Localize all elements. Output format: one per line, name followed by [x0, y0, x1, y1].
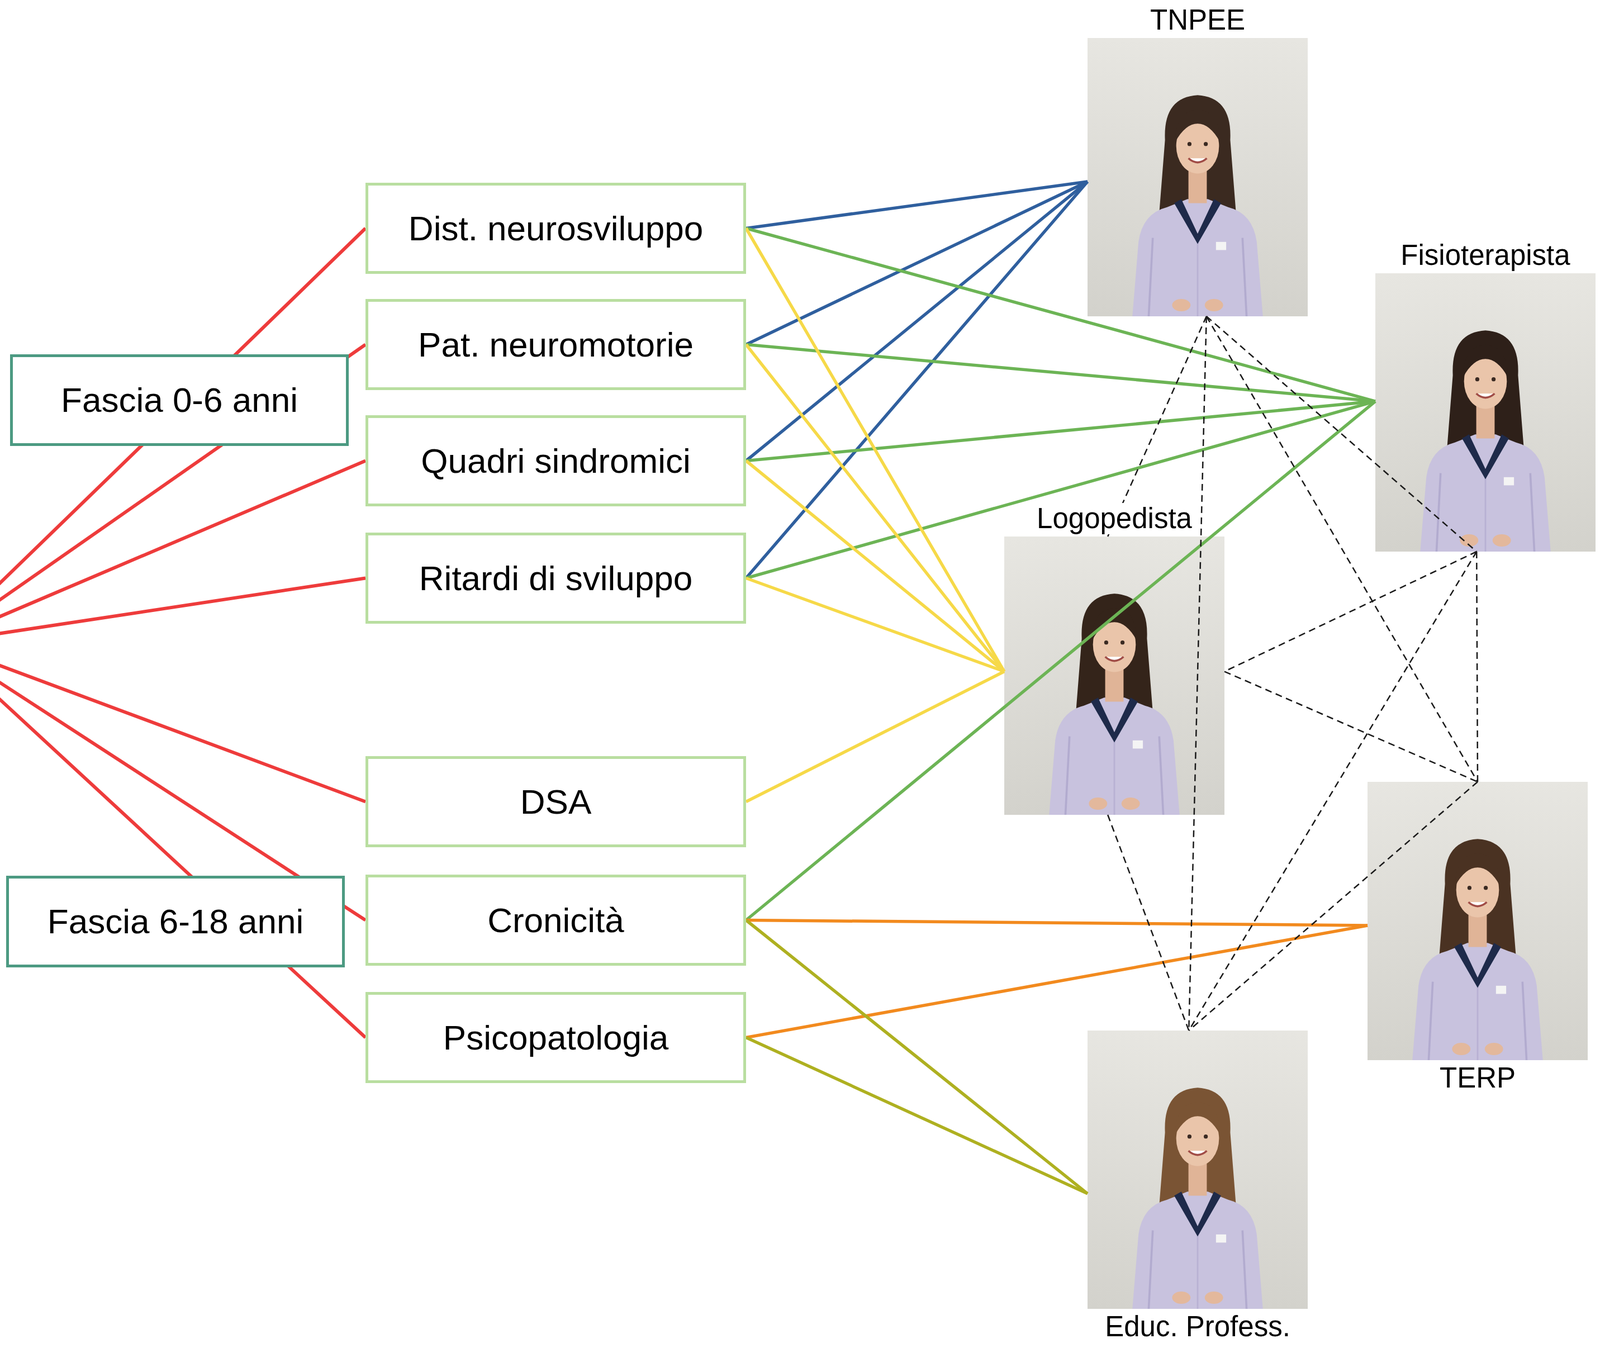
- condition-box: Quadri sindromici: [365, 415, 747, 507]
- condition-box: DSA: [365, 756, 747, 848]
- category-label: Fascia 6-18 anni: [47, 901, 304, 942]
- age-band-box: Fascia 6-18 anni: [6, 875, 345, 968]
- staff-photo: [1375, 273, 1596, 552]
- connector-line: [746, 401, 1376, 578]
- professional-photo: TERP: [1367, 781, 1588, 1061]
- condition-box: Psicopatologia: [365, 991, 747, 1084]
- professional-photo: Logopedista: [1004, 536, 1225, 815]
- connector-line: [0, 344, 366, 644]
- category-label: Psicopatologia: [443, 1017, 669, 1058]
- connector-line: [746, 461, 1005, 672]
- staff-photo: [1004, 536, 1225, 815]
- connector-line: [0, 642, 366, 802]
- category-label: Quadri sindromici: [420, 440, 691, 481]
- category-label: Pat. neuromotorie: [418, 324, 694, 365]
- connector-line: [746, 228, 1376, 402]
- category-label: Dist. neurosviluppo: [408, 208, 704, 249]
- connector-line: [746, 344, 1005, 672]
- connector-line: [746, 228, 1005, 672]
- connector-line: [1206, 316, 1477, 552]
- connector-line: [1188, 781, 1478, 1031]
- category-label: Cronicità: [487, 900, 625, 940]
- connector-line: [0, 578, 366, 644]
- professional-photo: Educ. Profess.: [1087, 1030, 1308, 1309]
- connector-line: [1107, 814, 1189, 1031]
- role-label: Logopedista: [1033, 502, 1196, 535]
- connector-line: [1224, 671, 1478, 782]
- connector-line: [746, 181, 1088, 462]
- connector-line: [746, 920, 1088, 1194]
- role-label: Fisioterapista: [1397, 239, 1574, 272]
- connector-line: [746, 401, 1376, 920]
- connector-line: [1476, 551, 1478, 782]
- professional-photo: Fisioterapista: [1375, 273, 1596, 552]
- professional-photo: TNPEE: [1087, 38, 1308, 317]
- staff-photo: [1087, 1030, 1308, 1309]
- condition-box: Pat. neuromotorie: [365, 298, 747, 391]
- connector-line: [1206, 316, 1478, 782]
- condition-box: Dist. neurosviluppo: [365, 182, 747, 274]
- connector-line: [0, 642, 366, 1038]
- connector-line: [746, 401, 1376, 461]
- connector-line: [1224, 551, 1477, 672]
- connector-line: [746, 671, 1005, 802]
- connector-line: [0, 461, 366, 644]
- connector-line: [746, 920, 1368, 926]
- connector-line: [1188, 551, 1477, 1031]
- role-label: Educ. Profess.: [1101, 1311, 1294, 1343]
- connector-line: [746, 925, 1368, 1038]
- role-label: TERP: [1436, 1062, 1519, 1094]
- staff-photo: [1087, 38, 1308, 317]
- category-label: DSA: [520, 781, 592, 822]
- connector-line: [0, 228, 366, 644]
- connector-line: [746, 1037, 1088, 1194]
- role-label: TNPEE: [1146, 4, 1249, 36]
- category-label: Fascia 0-6 anni: [60, 380, 298, 420]
- age-band-box: Fascia 0-6 anni: [10, 354, 349, 446]
- category-label: Ritardi di sviluppo: [419, 558, 693, 598]
- connector-line: [746, 578, 1005, 672]
- condition-box: Cronicità: [365, 874, 747, 966]
- staff-photo: [1367, 781, 1588, 1061]
- condition-box: Ritardi di sviluppo: [365, 532, 747, 624]
- connector-line: [1188, 316, 1207, 1031]
